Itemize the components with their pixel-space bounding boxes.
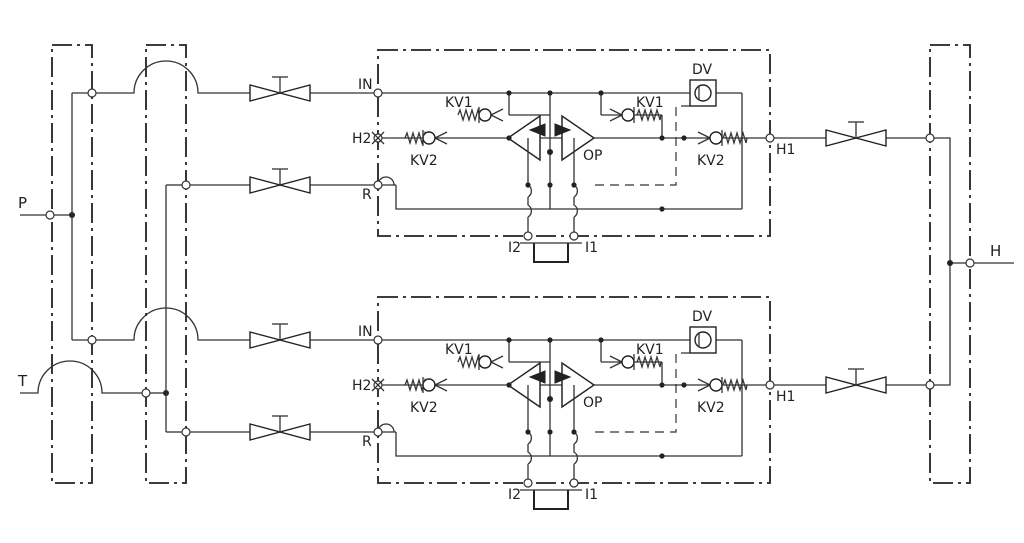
shutoff-valve-r-lower [249, 415, 311, 441]
left-frame-t [145, 44, 187, 484]
consumer-line-h [774, 133, 1014, 390]
label-h1-upper: H1 [776, 142, 795, 158]
label-t: T [17, 372, 28, 390]
label-op-upper: OP [583, 148, 602, 164]
left-frame-p [51, 44, 93, 484]
label-kv1-right-upper: KV1 [636, 95, 664, 111]
label-h1-lower: H1 [776, 389, 795, 405]
label-h: H [990, 242, 1001, 260]
label-kv1-left-lower: KV1 [445, 342, 473, 358]
label-kv2-right-lower: KV2 [697, 400, 725, 416]
label-r-lower: R [362, 434, 372, 450]
tank-line-t [20, 180, 374, 437]
label-kv2-right-upper: KV2 [697, 153, 725, 169]
label-i2-upper: I2 [508, 240, 521, 256]
label-h2-upper: H2 [352, 131, 371, 147]
shutoff-valve-in-upper [249, 76, 311, 102]
label-dv-upper: DV [692, 62, 713, 78]
shutoff-valve-in-lower [249, 323, 311, 349]
label-kv1-left-upper: KV1 [445, 95, 473, 111]
label-op-lower: OP [583, 395, 602, 411]
label-kv2-left-upper: KV2 [410, 153, 438, 169]
pressure-line-p [20, 60, 374, 345]
shutoff-valve-h1-upper [825, 121, 887, 147]
label-p: P [18, 194, 27, 212]
label-kv1-right-lower: KV1 [636, 342, 664, 358]
label-in-lower: IN [358, 324, 373, 340]
label-h2-lower: H2 [352, 378, 371, 394]
shutoff-valve-r-upper [249, 168, 311, 194]
label-r-upper: R [362, 187, 372, 203]
label-i2-lower: I2 [508, 487, 521, 503]
label-dv-lower: DV [692, 309, 713, 325]
label-kv2-left-lower: KV2 [410, 400, 438, 416]
label-i1-lower: I1 [585, 487, 598, 503]
label-in-upper: IN [358, 77, 373, 93]
label-i1-upper: I1 [585, 240, 598, 256]
shutoff-valve-h1-lower [825, 368, 887, 394]
